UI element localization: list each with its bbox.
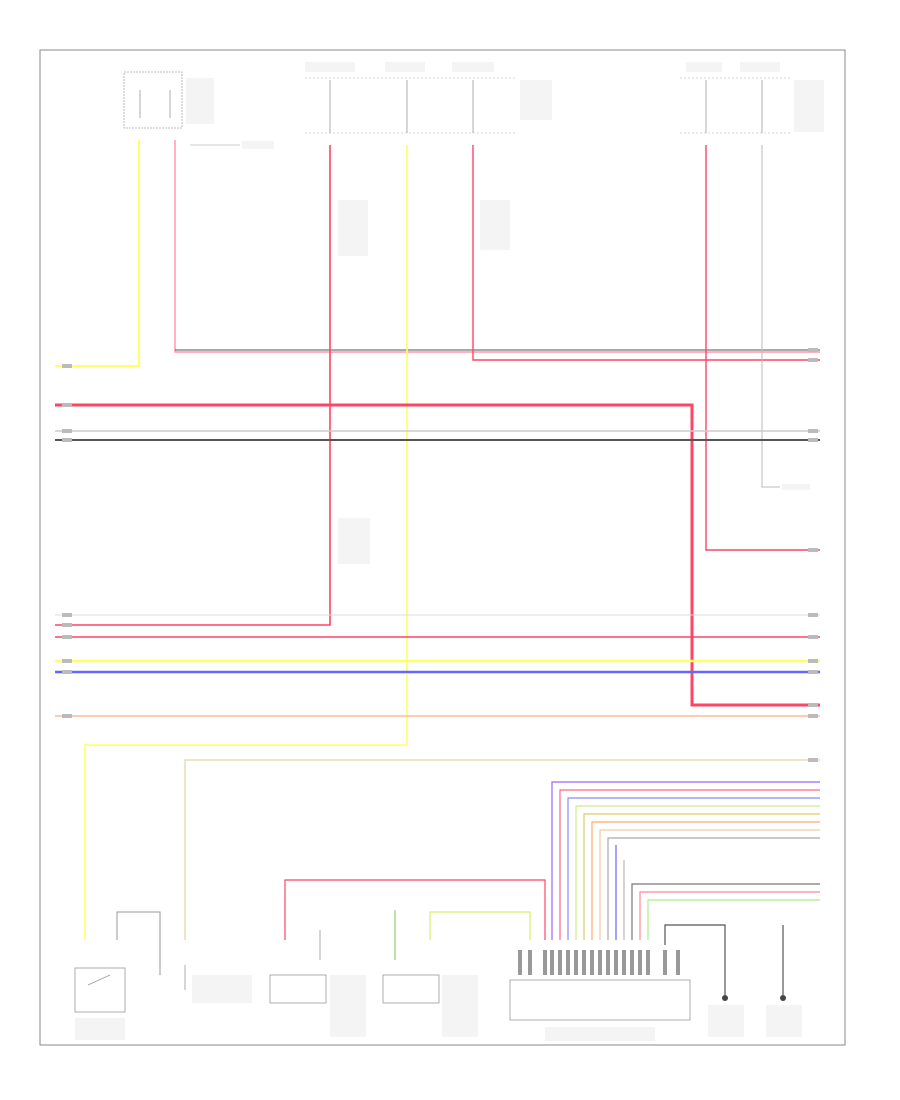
ground-point-1 [708,995,744,1037]
ground-point-2 [766,995,802,1037]
wire-red-right-fuse [705,145,820,551]
wire-gray-right-fuse [761,145,780,488]
ignition-relay-box [123,71,214,129]
ecm-harness [284,781,820,995]
vehicle-speed-sensor [382,974,478,1037]
engine-control-module [509,979,691,1041]
stop-light-switch [74,911,161,1040]
ecm-connector-pins [518,950,680,975]
wire-tan-switch [184,759,820,940]
overdrive-cancel-switch [184,965,252,1003]
wire-yellow-relay [55,140,140,367]
wire-red-bus [55,403,820,707]
wire-yellow-fuse2 [84,145,408,940]
fuse-junction-block-top [305,62,552,134]
wire-pink-relay [174,140,820,353]
fuse-junction-block-right [680,62,824,134]
throttle-position-sensor [269,974,366,1037]
row-end-markers [62,348,818,762]
wire-red-fuse3 [472,145,820,361]
diagram-frame [39,49,846,1046]
wire-red-fuse1 [55,145,331,626]
